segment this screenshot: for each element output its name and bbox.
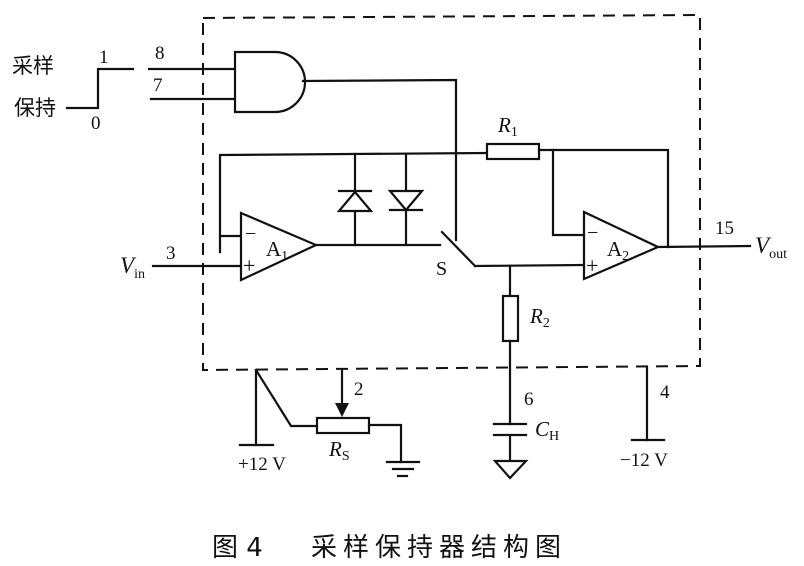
- sample-label: 采样: [12, 54, 54, 78]
- r1-label: R1: [497, 113, 518, 140]
- and-output-wire: [301, 78, 458, 242]
- wiper-arrow-icon: [335, 403, 349, 417]
- a2-plus-sign: +: [586, 253, 598, 278]
- op-amp-a2: [582, 210, 661, 281]
- pin-15-label: 15: [715, 218, 734, 239]
- switch-output-wire: [473, 263, 586, 268]
- pin-3-label: 3: [166, 243, 176, 264]
- rs-right-wire: [367, 423, 403, 464]
- switch-label: S: [436, 258, 447, 280]
- resistor-rs: [315, 416, 371, 435]
- a2-label: A2: [607, 237, 629, 264]
- ch-label: CH: [535, 417, 559, 444]
- step-waveform: [65, 67, 135, 110]
- resistor-r1: [485, 142, 541, 161]
- feedback-bus-wire: [218, 151, 489, 254]
- diode-2: [387, 189, 425, 212]
- ground-triangle-icon: [492, 459, 529, 480]
- pin-2-label: 2: [354, 379, 364, 400]
- a1-plus-sign: +: [243, 253, 255, 278]
- a2-output-wire: [656, 244, 752, 249]
- r2-label: R2: [529, 304, 550, 331]
- op-amp-a1: [239, 211, 319, 282]
- pin-6-label: 6: [524, 389, 534, 410]
- resistor-r2: [501, 294, 520, 343]
- pin-8-label: 8: [155, 43, 165, 64]
- a2-minus-sign: −: [587, 222, 598, 244]
- rs-left-wire: [254, 368, 319, 428]
- rs-label: RS: [328, 437, 350, 464]
- a1-minus-sign: −: [245, 223, 256, 245]
- neg-supply-label: −12 V: [620, 450, 668, 471]
- r1-right-wire: [537, 148, 670, 249]
- a2-minus-wire: [551, 148, 586, 237]
- pin-7-label: 7: [153, 75, 163, 96]
- and-gate: [233, 50, 307, 114]
- pin-4-label: 4: [660, 382, 670, 403]
- a1-label: A1: [266, 237, 288, 264]
- diode-1: [336, 190, 374, 213]
- chip-boundary: [202, 13, 701, 372]
- figure-title: 采样保持器结构图: [311, 533, 567, 563]
- vin-label: Vin: [120, 253, 145, 282]
- pos-supply-label: +12 V: [238, 454, 286, 475]
- switch-s: [440, 230, 477, 268]
- figure-number: 图 4: [212, 533, 263, 563]
- level-0-label: 0: [91, 113, 101, 134]
- vout-label: Vout: [755, 233, 787, 262]
- level-1-label: 1: [99, 47, 109, 68]
- hold-label: 保持: [14, 96, 56, 120]
